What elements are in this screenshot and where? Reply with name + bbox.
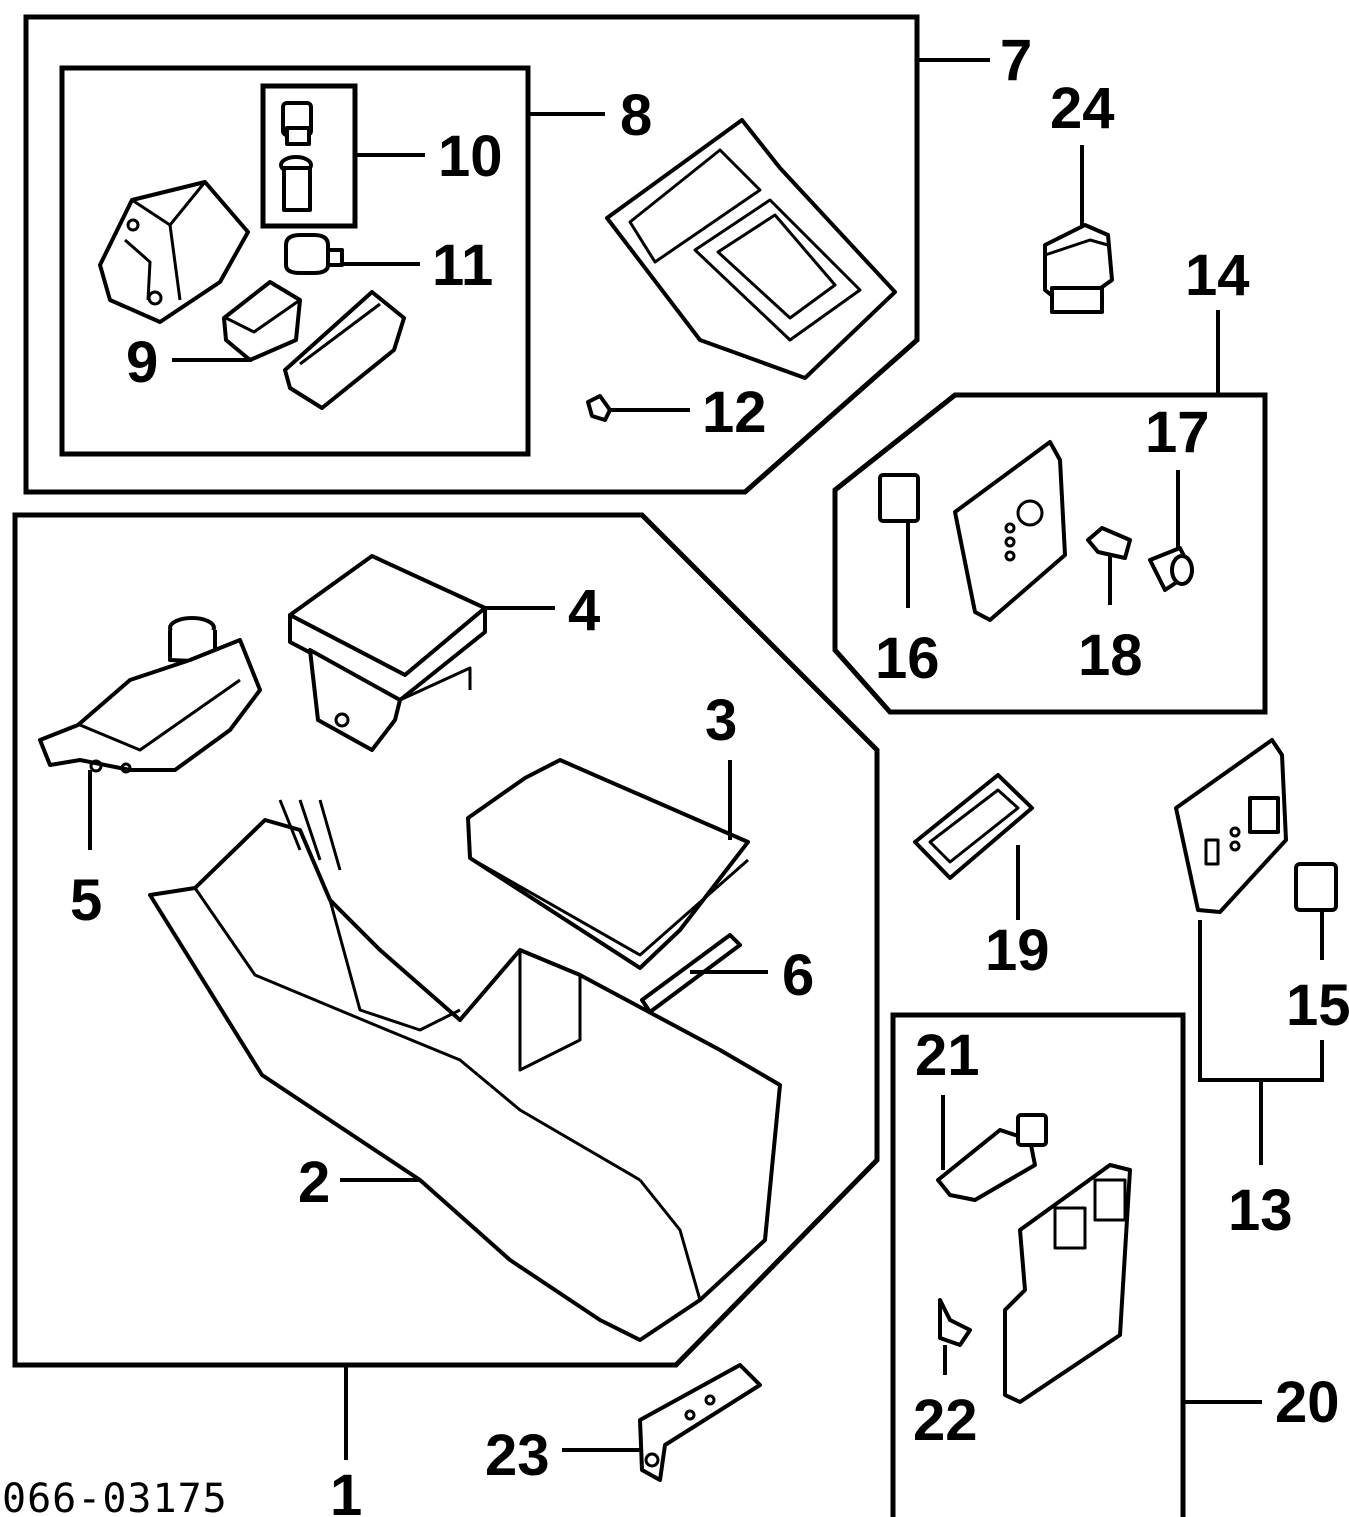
shifter-base-part [38, 616, 262, 850]
group-7-box [23, 14, 990, 495]
callout-1: 1 [330, 1463, 362, 1517]
console-body-part [148, 799, 782, 1342]
clip-part-15 [1294, 862, 1338, 960]
armrest-pad-part [466, 758, 750, 970]
panel-part-16 [878, 473, 920, 608]
callout-4: 4 [568, 578, 600, 643]
callout-10: 10 [438, 124, 503, 189]
shifter-housing-part [98, 180, 250, 324]
mounting-bracket-part [562, 1363, 762, 1482]
switch-panel-part [953, 440, 1067, 622]
callout-8: 8 [620, 83, 652, 148]
diagram-code: 066-03175 [2, 1476, 228, 1517]
clip-part [586, 394, 690, 422]
cigarette-lighter-part [279, 101, 313, 212]
armrest-lid-part [288, 554, 555, 752]
callout-11: 11 [432, 233, 493, 298]
group-1-box [12, 512, 880, 1460]
switch-part [1043, 145, 1114, 314]
callout-15: 15 [1286, 973, 1349, 1038]
hinge-rod-part [640, 933, 768, 1014]
tray-part [913, 773, 1034, 920]
callout-2: 2 [298, 1150, 330, 1215]
callout-16: 16 [875, 626, 940, 691]
side-panel-part [1174, 738, 1288, 914]
callout-5: 5 [70, 868, 102, 933]
cup-holder-part [172, 280, 406, 410]
callout-14: 14 [1185, 243, 1250, 308]
callout-12: 12 [702, 380, 767, 445]
callout-22: 22 [913, 1388, 978, 1453]
group-8-box [59, 65, 605, 457]
callout-17: 17 [1145, 400, 1210, 465]
callout-21: 21 [915, 1023, 980, 1088]
callout-18: 18 [1078, 623, 1143, 688]
group-20-box [890, 1012, 1262, 1517]
grommet-part-17 [1148, 470, 1194, 592]
bracket-part-21 [936, 1095, 1048, 1202]
group-14-box [832, 310, 1268, 715]
part-10-box [260, 83, 425, 229]
callout-19: 19 [985, 918, 1050, 983]
callout-13: 13 [1228, 1178, 1293, 1243]
callout-6: 6 [782, 943, 814, 1008]
callout-9: 9 [126, 330, 158, 395]
shift-bezel-part [605, 118, 897, 380]
clip-part-22 [938, 1298, 972, 1375]
group-13-bracket [1198, 920, 1324, 1165]
callout-23: 23 [485, 1423, 550, 1488]
callout-20: 20 [1275, 1370, 1340, 1435]
knob-part [284, 233, 420, 275]
callout-24: 24 [1050, 76, 1115, 141]
knob-part-18 [1086, 526, 1132, 605]
trim-panel-part [1003, 1163, 1132, 1404]
callout-3: 3 [705, 688, 737, 753]
callout-labels: 1 2 3 4 5 6 7 8 9 10 11 12 13 14 15 16 1… [70, 28, 1349, 1517]
callout-7: 7 [1000, 28, 1032, 93]
